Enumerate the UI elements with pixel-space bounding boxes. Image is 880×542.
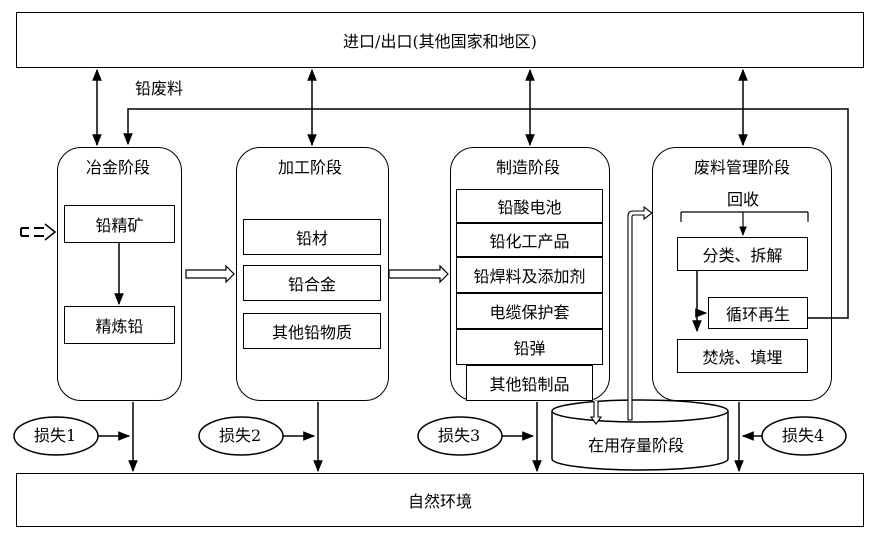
in-use-to-waste-arrow — [627, 205, 653, 421]
scrap-feedback-line — [123, 108, 849, 319]
import-export-bar: 进口/出口(其他国家和地区) — [16, 12, 864, 68]
loss-2-label: 损失2 — [219, 426, 262, 445]
processing-to-manufacturing-arrow — [388, 264, 449, 284]
natural-environment-label: 自然环境 — [407, 492, 472, 511]
lead-concentrate-box: 铅精矿 — [64, 205, 175, 243]
import-export-label: 进口/出口(其他国家和地区) — [343, 32, 537, 51]
recycling-regeneration-label: 循环再生 — [725, 305, 790, 324]
manufacturing-title: 制造阶段 — [496, 158, 561, 177]
cable-sheath-box: 电缆保护套 — [456, 293, 603, 329]
cable-sheath-label: 电缆保护套 — [489, 303, 570, 322]
other-lead-substances-box: 其他铅物质 — [243, 313, 381, 349]
loss-3-label: 损失3 — [438, 426, 481, 445]
processing-title: 加工阶段 — [278, 158, 343, 177]
smelting-to-processing-arrow — [185, 264, 235, 284]
lead-chemical-products-box: 铅化工产品 — [456, 223, 603, 257]
recycling-regeneration-box: 循环再生 — [708, 297, 808, 329]
loss-1-label: 损失1 — [34, 426, 77, 445]
sorting-dismantling-box: 分类、拆解 — [677, 237, 808, 271]
refined-lead-box: 精炼铅 — [64, 306, 175, 344]
lead-concentrate-label: 铅精矿 — [95, 216, 144, 235]
lead-alloy-label: 铅合金 — [287, 275, 336, 294]
lead-alloy-box: 铅合金 — [243, 265, 381, 301]
lead-scrap-label: 铅废料 — [135, 79, 184, 98]
sorting-dismantling-label: 分类、拆解 — [702, 246, 783, 265]
lead-solder-box: 铅焊料及添加剂 — [456, 257, 603, 293]
lead-acid-battery-label: 铅酸电池 — [497, 198, 562, 217]
dashed-input-arrow — [20, 223, 57, 241]
natural-environment-bar: 自然环境 — [16, 473, 864, 527]
recycle-label: 回收 — [727, 190, 760, 209]
incineration-landfill-label: 焚烧、填埋 — [702, 348, 783, 367]
refined-lead-label: 精炼铅 — [95, 317, 144, 336]
in-use-stock-cylinder — [551, 399, 729, 471]
other-lead-products-box: 其他铅制品 — [466, 365, 593, 401]
in-use-stock-label: 在用存量阶段 — [588, 436, 685, 455]
lead-material-label: 铅材 — [295, 229, 328, 248]
lead-shot-label: 铅弹 — [513, 339, 546, 358]
loss-4-label: 损失4 — [782, 426, 825, 445]
lead-solder-label: 铅焊料及添加剂 — [473, 267, 586, 286]
other-lead-substances-label: 其他铅物质 — [271, 323, 352, 342]
lead-acid-battery-box: 铅酸电池 — [456, 189, 603, 223]
incineration-landfill-box: 焚烧、填埋 — [677, 339, 808, 373]
lead-shot-box: 铅弹 — [456, 329, 603, 365]
smelting-title: 冶金阶段 — [86, 158, 151, 177]
lead-chemical-products-label: 铅化工产品 — [489, 232, 570, 251]
manufacturing-to-in-use-arrow — [589, 401, 603, 425]
other-lead-products-label: 其他铅制品 — [489, 375, 570, 394]
lead-material-box: 铅材 — [243, 219, 381, 255]
waste-management-title: 废料管理阶段 — [694, 158, 791, 177]
